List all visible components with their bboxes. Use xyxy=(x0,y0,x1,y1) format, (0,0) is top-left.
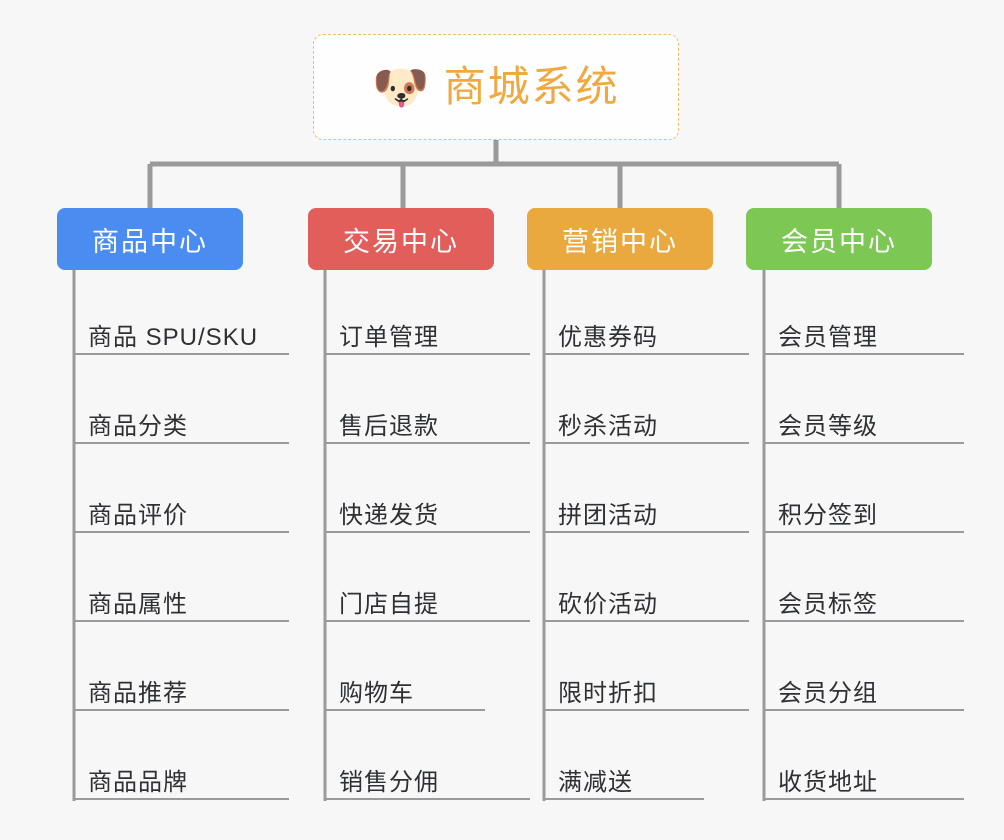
leaf-item-label: 收货地址 xyxy=(778,768,878,796)
leaf-item-label: 会员等级 xyxy=(778,412,878,440)
leaf-item-member-center-6[interactable]: 收货地址 xyxy=(764,752,964,800)
leaf-item-member-center-3[interactable]: 积分签到 xyxy=(764,485,964,533)
leaf-item-label: 商品属性 xyxy=(88,590,188,618)
leaf-item-label: 优惠券码 xyxy=(558,323,658,351)
leaf-item-label: 积分签到 xyxy=(778,501,878,529)
leaf-item-marketing-center-3[interactable]: 拼团活动 xyxy=(544,485,749,533)
category-label: 交易中心 xyxy=(343,226,459,257)
leaf-item-trade-center-1[interactable]: 订单管理 xyxy=(325,307,530,355)
leaf-item-label: 商品分类 xyxy=(88,412,188,440)
leaf-item-label: 售后退款 xyxy=(339,412,439,440)
leaf-item-label: 商品推荐 xyxy=(88,679,188,707)
leaf-item-label: 商品品牌 xyxy=(88,768,188,796)
leaf-item-product-center-4[interactable]: 商品属性 xyxy=(74,574,289,622)
root-node[interactable]: 🐶 商城系统 xyxy=(313,34,679,140)
leaf-item-trade-center-5[interactable]: 购物车 xyxy=(325,663,485,711)
leaf-item-member-center-2[interactable]: 会员等级 xyxy=(764,396,964,444)
root-title: 商城系统 xyxy=(443,63,620,110)
category-box-marketing-center[interactable]: 营销中心 xyxy=(527,208,713,270)
leaf-item-member-center-5[interactable]: 会员分组 xyxy=(764,663,964,711)
leaf-item-label: 会员管理 xyxy=(778,323,878,351)
category-label: 会员中心 xyxy=(781,226,897,257)
leaf-item-product-center-5[interactable]: 商品推荐 xyxy=(74,663,289,711)
leaf-item-label: 会员分组 xyxy=(778,679,878,707)
leaf-item-label: 拼团活动 xyxy=(558,501,658,529)
leaf-item-trade-center-6[interactable]: 销售分佣 xyxy=(325,752,530,800)
leaf-item-marketing-center-4[interactable]: 砍价活动 xyxy=(544,574,749,622)
leaf-item-product-center-2[interactable]: 商品分类 xyxy=(74,396,289,444)
leaf-item-label: 满减送 xyxy=(558,768,633,796)
category-label: 商品中心 xyxy=(92,226,208,257)
shiba-dog-emoji: 🐶 xyxy=(372,61,430,113)
leaf-item-label: 砍价活动 xyxy=(558,590,658,618)
leaf-item-member-center-4[interactable]: 会员标签 xyxy=(764,574,964,622)
leaf-item-marketing-center-2[interactable]: 秒杀活动 xyxy=(544,396,749,444)
leaf-item-label: 销售分佣 xyxy=(339,768,439,796)
leaf-item-label: 商品评价 xyxy=(88,501,188,529)
leaf-item-label: 购物车 xyxy=(339,679,414,707)
leaf-item-trade-center-4[interactable]: 门店自提 xyxy=(325,574,530,622)
category-box-trade-center[interactable]: 交易中心 xyxy=(308,208,494,270)
leaf-item-label: 会员标签 xyxy=(778,590,878,618)
leaf-item-product-center-6[interactable]: 商品品牌 xyxy=(74,752,289,800)
category-box-member-center[interactable]: 会员中心 xyxy=(746,208,932,270)
leaf-item-label: 秒杀活动 xyxy=(558,412,658,440)
leaf-item-marketing-center-6[interactable]: 满减送 xyxy=(544,752,704,800)
leaf-item-label: 门店自提 xyxy=(339,590,439,618)
category-box-product-center[interactable]: 商品中心 xyxy=(57,208,243,270)
leaf-item-trade-center-3[interactable]: 快递发货 xyxy=(325,485,530,533)
leaf-item-label: 订单管理 xyxy=(339,323,439,351)
leaf-item-marketing-center-5[interactable]: 限时折扣 xyxy=(544,663,749,711)
leaf-item-label: 限时折扣 xyxy=(558,679,658,707)
leaf-item-marketing-center-1[interactable]: 优惠券码 xyxy=(544,307,749,355)
leaf-item-label: 快递发货 xyxy=(339,501,439,529)
leaf-item-product-center-1[interactable]: 商品 SPU/SKU xyxy=(74,307,289,355)
leaf-item-trade-center-2[interactable]: 售后退款 xyxy=(325,396,530,444)
leaf-item-member-center-1[interactable]: 会员管理 xyxy=(764,307,964,355)
leaf-item-label: 商品 SPU/SKU xyxy=(88,323,259,351)
category-label: 营销中心 xyxy=(562,226,678,257)
leaf-item-product-center-3[interactable]: 商品评价 xyxy=(74,485,289,533)
